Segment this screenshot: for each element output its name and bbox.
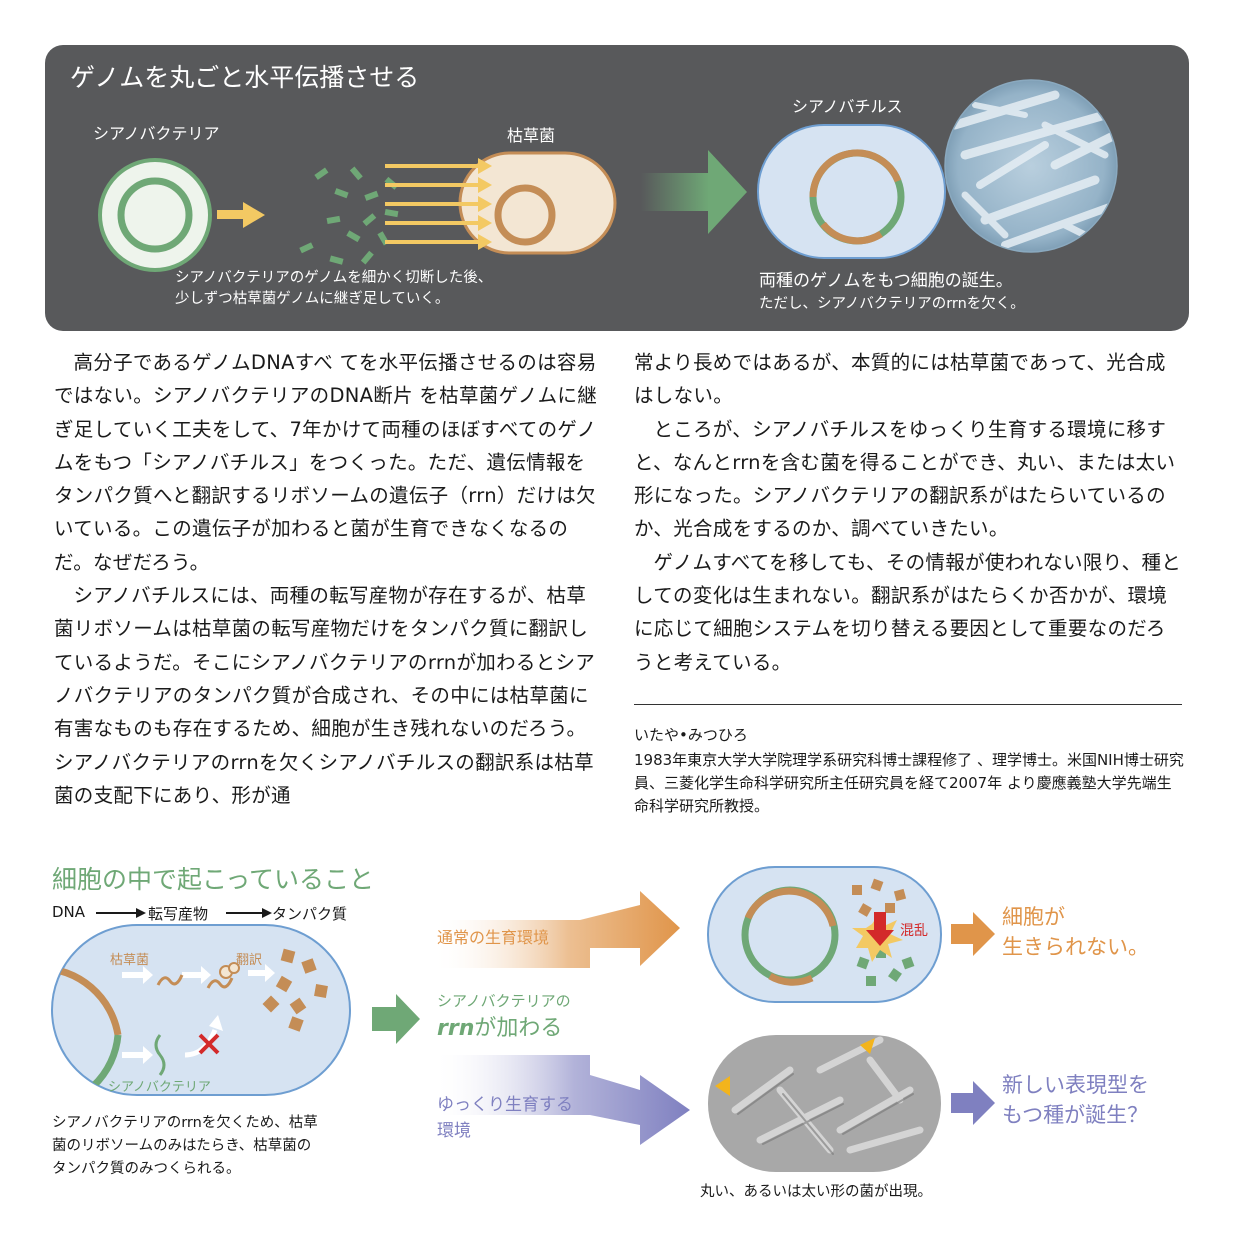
article-paragraph: ゲノムすべてを移しても、その情報が使われない限り、種としての変化は生まれない。翻… <box>634 550 1182 674</box>
label-bacillus-small: 枯草菌 <box>110 953 150 968</box>
arrow-slow-env <box>432 1055 690 1145</box>
article-paragraph: 常より長めではあるが、本質的には枯草菌であって、光合成はしない。 <box>634 351 1166 408</box>
article-paragraph: 高分子であるゲノムDNAすべ てを水平伝播させるのは容易ではない。シアノバクテリ… <box>54 351 598 574</box>
dna-fragments <box>299 166 399 265</box>
micrograph-new-form <box>708 1035 941 1172</box>
arrow-yellow <box>217 202 265 228</box>
label-cyanobacillus: シアノバチルス <box>792 97 903 116</box>
label-add-line2: rrnが加わる <box>437 1016 563 1041</box>
label-slow-env: ゆっくり生育する 環境 <box>437 1095 573 1141</box>
flow-transcript: 転写産物 <box>148 905 209 923</box>
label-translation: 翻訳 <box>236 953 263 968</box>
bottom-title: 細胞の中で起こっていること <box>52 865 375 894</box>
micrograph-caption: 丸い、あるいは太い形の菌が出現。 <box>700 1184 932 1200</box>
article-paragraph: シアノバチルスには、両種の転写産物が存在するが、枯草菌リボソームは枯草菌の転写産… <box>54 584 596 807</box>
arrow-add-rrn <box>372 994 420 1044</box>
profile-bio: 1983年東京大学大学院理学系研究科博士課程修了 、理学博士。米国NIH博士研究… <box>634 751 1184 815</box>
micrograph-cyanobacillus <box>944 79 1118 253</box>
arrow-green-large <box>641 150 747 234</box>
arrow-result-new <box>951 1081 995 1125</box>
label-normal-env: 通常の生育環境 <box>437 928 550 947</box>
profile-name: いたや•みつひろ <box>634 726 748 744</box>
cyanobacillus-cell <box>757 124 946 259</box>
bottom-caption: シアノバクテリアのrrnを欠くため、枯草 菌のリボソームのみはたらき、枯草菌の … <box>52 1115 318 1177</box>
arrow-result-die <box>951 912 995 956</box>
article-left-column: 高分子であるゲノムDNAすべ てを水平伝播させるのは容易ではない。シアノバクテリ… <box>54 346 602 812</box>
yellow-arrows-into-bacillus <box>385 158 492 250</box>
article-right-column: 常より長めではあるが、本質的には枯草菌であって、光合成はしない。 ところが、シア… <box>634 346 1184 679</box>
label-bacillus: 枯草菌 <box>507 126 556 145</box>
bottom-diagram <box>51 866 995 1172</box>
top-diagram <box>98 79 1118 272</box>
flow-dna: DNA <box>52 903 86 921</box>
profile-divider <box>634 704 1182 705</box>
article-paragraph: ところが、シアノバチルスをゆっくり生育する環境に移すと、なんとrrnを含む菌を得… <box>634 417 1176 541</box>
label-add-line1: シアノバクテリアの <box>437 992 571 1010</box>
label-cyanobacteria-small: シアノバクテリア <box>108 1080 211 1095</box>
caption-right-2: ただし、シアノバクテリアのrrnを欠く。 <box>759 296 1025 312</box>
top-panel-title: ゲノムを丸ごと水平伝播させる <box>70 63 420 92</box>
flow-protein: タンパク質 <box>272 905 348 923</box>
caption-left: シアノバクテリアのゲノムを細かく切断した後、 少しずつ枯草菌ゲノムに継ぎ足してい… <box>175 270 493 307</box>
caption-right-1: 両種のゲノムをもつ細胞の誕生。 <box>759 271 1013 291</box>
flow-arrows <box>96 908 272 918</box>
result-new: 新しい表現型を もつ種が誕生？ <box>1002 1073 1149 1127</box>
cyanobacteria-cell <box>98 158 212 272</box>
label-cyanobacteria: シアノバクテリア <box>93 124 220 143</box>
label-chaos: 混乱 <box>900 923 928 939</box>
cell-chaos <box>707 866 942 1003</box>
arrow-normal-env <box>432 891 680 968</box>
result-die: 細胞が 生きられない。 <box>1002 905 1149 959</box>
